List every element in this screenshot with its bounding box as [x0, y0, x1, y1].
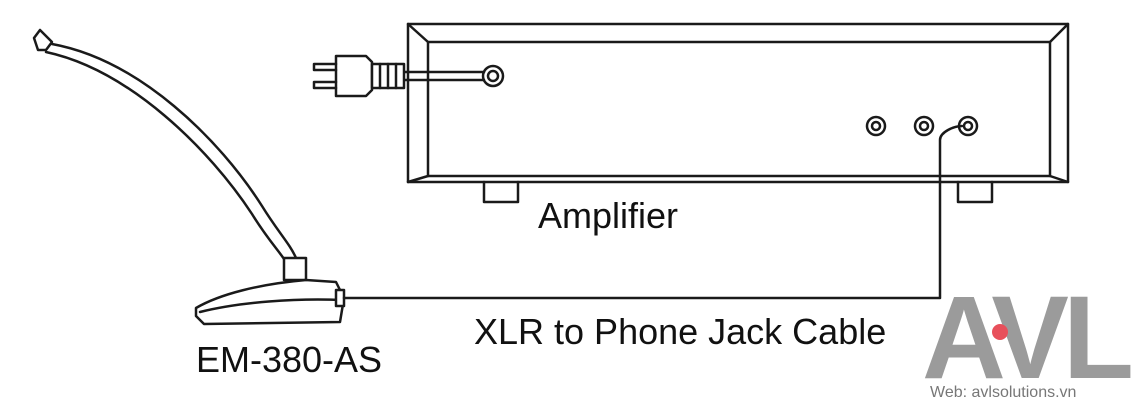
plug-pin-bottom	[312, 80, 338, 90]
amplifier-label: Amplifier	[538, 195, 679, 236]
amplifier-front-panel	[426, 40, 1052, 178]
plug-body	[334, 54, 374, 98]
power-inlet	[481, 64, 505, 88]
gooseneck-arm-inner	[44, 50, 288, 264]
logo-wordmark: AVL	[922, 272, 1131, 404]
brand-logo: AVL	[922, 272, 1132, 404]
amplifier-foot-right	[956, 180, 994, 204]
gooseneck-arm-outer	[50, 42, 298, 260]
gooseneck-microphone	[32, 28, 346, 326]
amplifier-foot-left	[482, 180, 520, 204]
input-jack-1	[865, 115, 887, 137]
plug-pin-top	[312, 62, 338, 72]
power-cord	[312, 54, 486, 98]
cable-label: XLR to Phone Jack Cable	[474, 311, 887, 352]
mic-capsule	[32, 28, 54, 52]
gooseneck-collar	[282, 256, 308, 282]
website-text: Web: avlsolutions.vn	[930, 384, 1077, 401]
amplifier-body	[406, 22, 1070, 184]
logo-mark: AVL	[922, 272, 1132, 404]
amplifier-unit	[406, 22, 1070, 204]
microphone-model-label: EM-380-AS	[196, 339, 383, 380]
xlr-cable	[342, 124, 964, 300]
logo-dot-icon	[992, 324, 1008, 340]
input-jack-2	[913, 115, 935, 137]
